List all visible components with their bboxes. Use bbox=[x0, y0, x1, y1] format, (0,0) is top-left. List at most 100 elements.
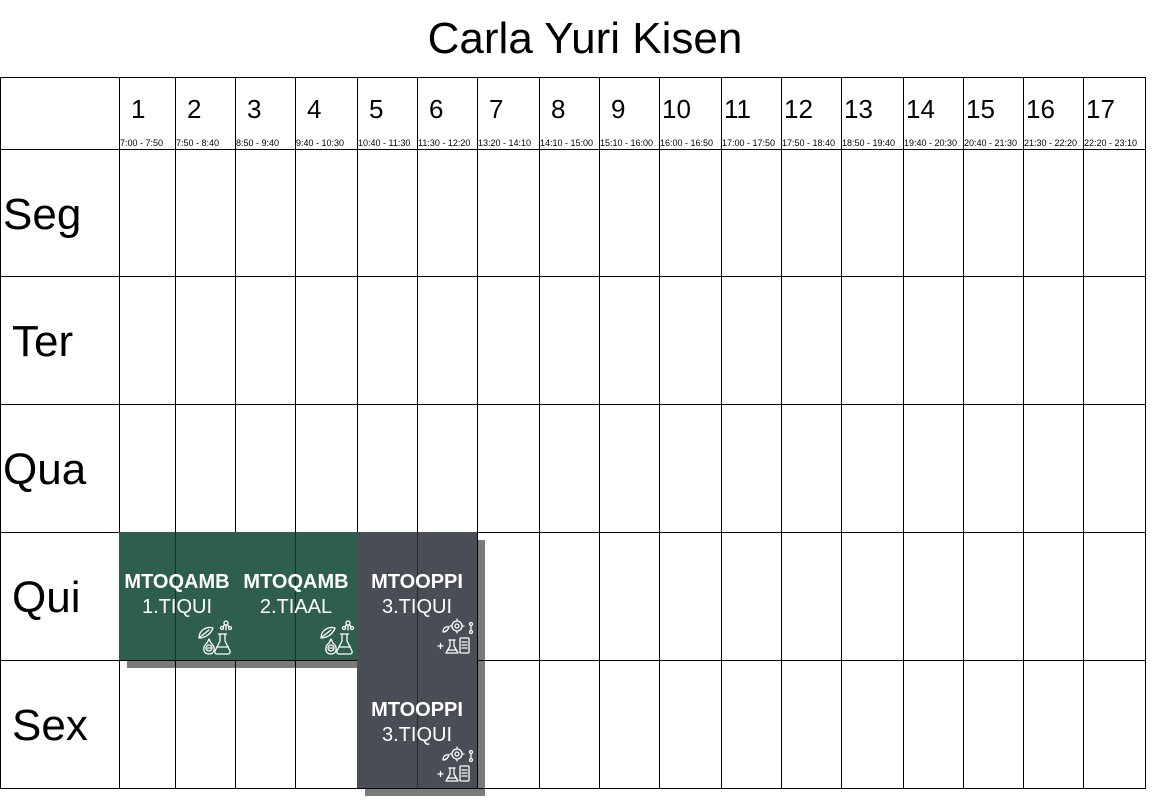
grid-line bbox=[1145, 77, 1146, 789]
period-header: 13 18:50 - 19:40 bbox=[842, 77, 903, 149]
grid-line bbox=[0, 149, 1146, 150]
period-header: 11 17:00 - 17:50 bbox=[722, 77, 781, 149]
day-label-qui: Qui bbox=[0, 533, 118, 660]
period-time: 20:40 - 21:30 bbox=[964, 138, 1018, 148]
period-time: 10:40 - 11:30 bbox=[358, 138, 411, 148]
period-divider bbox=[417, 660, 418, 788]
day-label-text: Seg bbox=[3, 190, 82, 239]
period-number: 12 bbox=[784, 94, 813, 124]
grid-line bbox=[477, 77, 478, 789]
class-code: MTOQAMB bbox=[124, 571, 230, 593]
period-time: 21:30 - 22:20 bbox=[1024, 138, 1078, 148]
grid-line bbox=[0, 404, 1146, 405]
day-label-text: Qui bbox=[12, 573, 81, 622]
environment-chemistry-icon bbox=[193, 616, 233, 656]
grid-line bbox=[0, 532, 1146, 533]
period-header: 6 11:30 - 12:20 bbox=[418, 77, 477, 149]
class-group: 2.TIAAL bbox=[259, 596, 333, 618]
class-block[interactable]: MTOQAMB 2.TIAAL bbox=[235, 532, 357, 660]
period-time: 7:00 - 7:50 bbox=[120, 138, 164, 148]
period-divider bbox=[175, 532, 176, 660]
day-label-sex: Sex bbox=[0, 661, 118, 788]
day-label-qua: Qua bbox=[0, 405, 118, 532]
period-number: 10 bbox=[662, 94, 691, 124]
class-block[interactable]: MTOOPPI 3.TIQUI bbox=[357, 532, 477, 660]
period-number: 9 bbox=[611, 94, 626, 124]
period-time: 22:20 - 23:10 bbox=[1084, 138, 1138, 148]
period-time: 17:00 - 17:50 bbox=[722, 138, 776, 148]
schedule-grid: 1 7:00 - 7:50 2 7:50 - 8:40 3 8:50 - 9:40 4 9:4… bbox=[0, 77, 1146, 796]
period-time: 18:50 - 19:40 bbox=[842, 138, 896, 148]
period-time: 19:40 - 20:30 bbox=[904, 138, 958, 148]
period-header: 2 7:50 - 8:40 bbox=[176, 77, 235, 149]
grid-line bbox=[0, 660, 1146, 661]
class-block[interactable]: MTOQAMB 1.TIQUI bbox=[119, 532, 235, 660]
lab-process-icon bbox=[435, 744, 475, 784]
period-time: 11:30 - 12:20 bbox=[418, 138, 471, 148]
class-group: 1.TIQUI bbox=[141, 596, 212, 618]
class-block[interactable]: MTOOPPI 3.TIQUI bbox=[357, 660, 477, 788]
grid-line bbox=[903, 77, 904, 789]
class-code: MTOOPPI bbox=[371, 699, 463, 721]
day-label-seg: Seg bbox=[0, 150, 118, 277]
period-header: 14 19:40 - 20:30 bbox=[904, 77, 963, 149]
period-header: 9 15:10 - 16:00 bbox=[600, 77, 659, 149]
grid-line bbox=[0, 788, 1146, 789]
period-time: 7:50 - 8:40 bbox=[176, 138, 220, 148]
period-number: 6 bbox=[429, 94, 444, 124]
grid-line bbox=[781, 77, 782, 789]
grid-line bbox=[721, 77, 722, 789]
class-code: MTOQAMB bbox=[243, 571, 349, 593]
lab-process-icon bbox=[435, 616, 475, 656]
grid-line bbox=[357, 77, 358, 789]
period-number: 17 bbox=[1086, 94, 1115, 124]
period-divider bbox=[417, 532, 418, 660]
grid-line bbox=[1023, 77, 1024, 789]
period-number: 16 bbox=[1026, 94, 1055, 124]
period-time: 17:50 - 18:40 bbox=[782, 138, 836, 148]
period-header: 12 17:50 - 18:40 bbox=[782, 77, 841, 149]
period-number: 15 bbox=[966, 94, 995, 124]
period-number: 8 bbox=[551, 94, 566, 124]
class-code: MTOOPPI bbox=[371, 571, 463, 593]
grid-line bbox=[295, 77, 296, 789]
period-header: 16 21:30 - 22:20 bbox=[1024, 77, 1083, 149]
period-number: 11 bbox=[724, 94, 751, 124]
period-number: 1 bbox=[131, 94, 146, 124]
grid-line bbox=[417, 77, 418, 789]
environment-chemistry-icon bbox=[315, 616, 355, 656]
period-divider bbox=[295, 532, 296, 660]
period-time: 8:50 - 9:40 bbox=[236, 138, 280, 148]
period-number: 4 bbox=[307, 94, 322, 124]
period-number: 2 bbox=[187, 94, 202, 124]
period-time: 15:10 - 16:00 bbox=[600, 138, 654, 148]
period-time: 13:20 - 14:10 bbox=[478, 138, 532, 148]
period-time: 9:40 - 10:30 bbox=[296, 138, 345, 148]
class-group: 3.TIQUI bbox=[381, 596, 452, 618]
day-label-text: Ter bbox=[12, 317, 74, 366]
period-header: 17 22:20 - 23:10 bbox=[1084, 77, 1145, 149]
grid-line bbox=[175, 77, 176, 789]
grid-line bbox=[1083, 77, 1084, 789]
period-number: 13 bbox=[844, 94, 873, 124]
grid-line bbox=[0, 77, 1146, 78]
period-header: 1 7:00 - 7:50 bbox=[120, 77, 175, 149]
page-title: Carla Yuri Kisen bbox=[427, 14, 743, 63]
grid-line bbox=[119, 77, 120, 789]
period-number: 14 bbox=[906, 94, 935, 124]
period-header: 3 8:50 - 9:40 bbox=[236, 77, 295, 149]
period-number: 3 bbox=[247, 94, 262, 124]
day-label-text: Sex bbox=[12, 701, 88, 750]
grid-line bbox=[659, 77, 660, 789]
grid-line bbox=[963, 77, 964, 789]
day-label-text: Qua bbox=[3, 445, 87, 494]
grid-line bbox=[841, 77, 842, 789]
period-header: 4 9:40 - 10:30 bbox=[296, 77, 357, 149]
grid-line bbox=[0, 77, 1, 789]
grid-line bbox=[235, 77, 236, 789]
class-group: 3.TIQUI bbox=[381, 724, 452, 746]
